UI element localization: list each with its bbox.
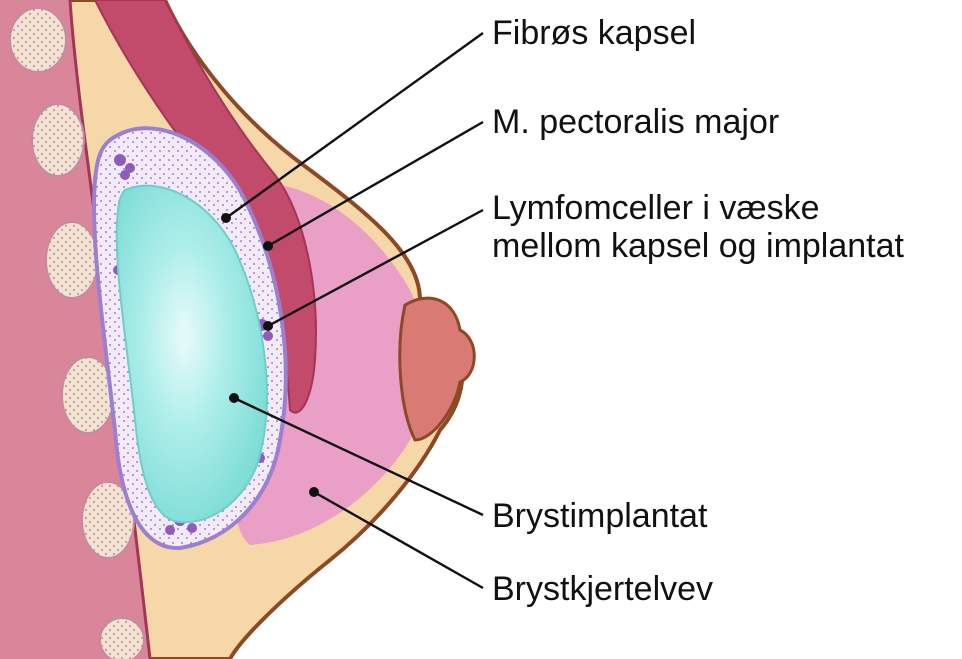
rib: [46, 222, 98, 298]
leader-dot-icon: [263, 241, 273, 251]
rib: [10, 8, 66, 72]
nipple: [400, 298, 474, 440]
leader-dot-icon: [229, 393, 239, 403]
rib: [100, 618, 144, 659]
leader-dot-icon: [221, 213, 231, 223]
label-implant: Brystimplantat: [492, 497, 708, 535]
label-fibrous-capsule: Fibrøs kapsel: [492, 14, 696, 52]
leader-dot-icon: [263, 321, 273, 331]
leader-dot-icon: [309, 487, 319, 497]
label-pectoralis: M. pectoralis major: [492, 103, 779, 141]
rib: [32, 104, 84, 176]
label-lymphoma-line2: mellom kapsel og implantat: [492, 227, 905, 265]
label-gland-tissue: Brystkjertelvev: [492, 570, 713, 608]
label-lymphoma-line1: Lymfomceller i væske: [492, 189, 819, 227]
